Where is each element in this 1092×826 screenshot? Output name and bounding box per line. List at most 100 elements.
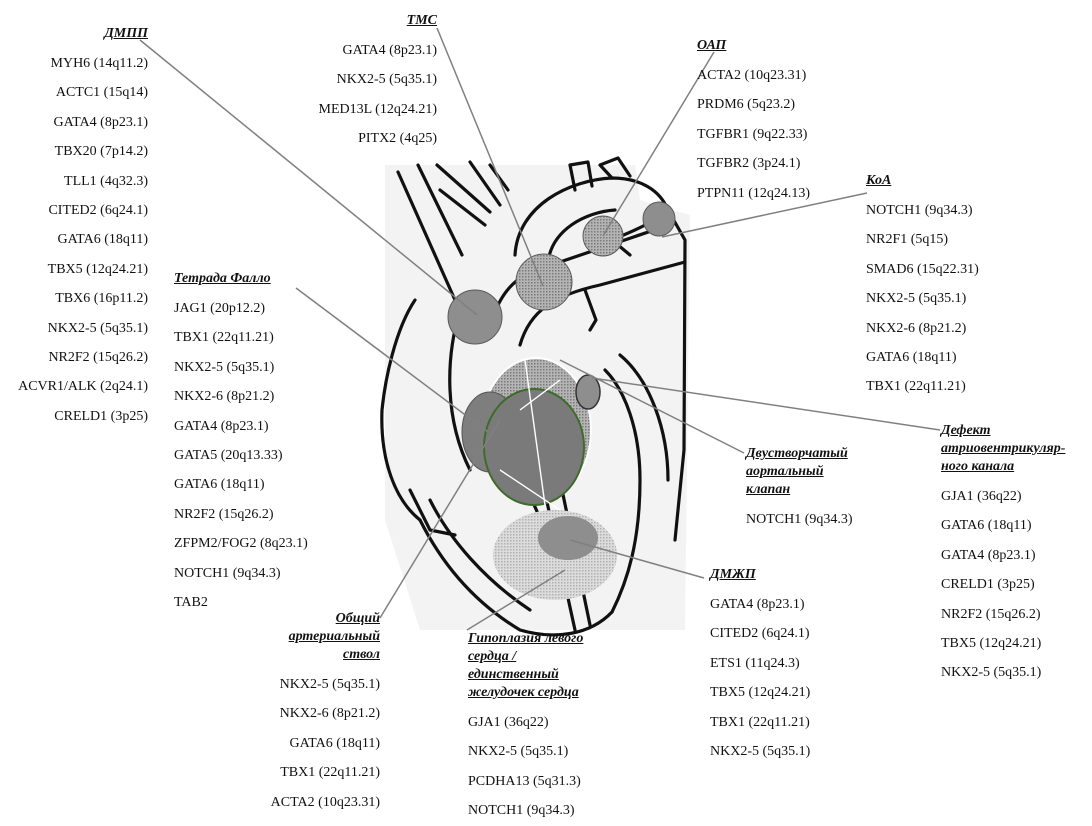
gene-list: ACTA2 (10q23.31) PRDM6 (5q23.2) TGFBR1 (… xyxy=(697,61,810,208)
title-line: Двустворчатый xyxy=(746,445,853,463)
gene-item: NOTCH1 (9q34.3) xyxy=(746,505,853,534)
gene-item: GATA6 (18q11) xyxy=(18,225,148,254)
gene-item: TBX1 (22q11.21) xyxy=(866,372,979,401)
gene-item: NKX2-6 (8p21.2) xyxy=(271,699,380,728)
group-title: КоА xyxy=(866,172,979,190)
title-line: ствол xyxy=(271,646,380,664)
gene-item: GJA1 (36q22) xyxy=(468,708,583,737)
gene-item: GATA6 (18q11) xyxy=(271,729,380,758)
gene-item: NKX2-5 (5q35.1) xyxy=(866,284,979,313)
gene-item: PRDM6 (5q23.2) xyxy=(697,90,810,119)
gene-list: GJA1 (36q22) NKX2-5 (5q35.1) PCDHA13 (5q… xyxy=(468,708,583,826)
gene-item: GATA6 (18q11) xyxy=(174,470,308,499)
lesion-bav xyxy=(484,389,584,505)
group-vsd: ДМЖП GATA4 (8p23.1) CITED2 (6q24.1) ETS1… xyxy=(710,566,810,766)
title-line: Тетрада Фалло xyxy=(174,270,308,288)
gene-item: ACTA2 (10q23.31) xyxy=(271,788,380,817)
title-line: Гипоплазия левого xyxy=(468,630,583,648)
title-line: ДМПП xyxy=(18,25,148,43)
gene-item: GATA5 (20q13.33) xyxy=(174,441,308,470)
gene-item: NKX2-6 (8p21.2) xyxy=(866,314,979,343)
gene-item: PCDHA13 (5q31.3) xyxy=(468,767,583,796)
gene-item: PTPN11 (12q24.13) xyxy=(697,179,810,208)
gene-list: GATA4 (8p23.1) CITED2 (6q24.1) ETS1 (11q… xyxy=(710,590,810,766)
gene-item: CRELD1 (3p25) xyxy=(18,402,148,431)
title-line: Общий xyxy=(271,610,380,628)
gene-list: GJA1 (36q22) GATA6 (18q11) GATA4 (8p23.1… xyxy=(941,482,1065,688)
gene-item: TBX1 (22q11.21) xyxy=(174,323,308,352)
gene-item: TBX5 (12q24.21) xyxy=(710,678,810,707)
gene-item: TBX5 (12q24.21) xyxy=(941,629,1065,658)
gene-item: TBX20 (7p14.2) xyxy=(18,137,148,166)
group-title: ДМЖП xyxy=(710,566,810,584)
gene-item: NKX2-5 (5q35.1) xyxy=(174,353,308,382)
gene-item: ZFPM2/FOG2 (8q23.1) xyxy=(174,529,308,558)
title-line: атриовентрикуляр- xyxy=(941,440,1065,458)
group-title: Общий артериальный ствол xyxy=(271,610,380,664)
gene-item: GATA4 (8p23.1) xyxy=(174,412,308,441)
gene-item: PITX2 (4q25) xyxy=(319,124,437,153)
group-avsd: Дефект атриовентрикуляр- ного канала GJA… xyxy=(941,422,1065,688)
group-title: ДМПП xyxy=(18,25,148,43)
title-line: КоА xyxy=(866,172,979,190)
group-dmpp: ДМПП MYH6 (14q11.2) ACTC1 (15q14) GATA4 … xyxy=(18,25,148,431)
gene-item: NR2F1 (5q15) xyxy=(866,225,979,254)
group-tms: ТМС GATA4 (8p23.1) NKX2-5 (5q35.1) MED13… xyxy=(319,12,437,154)
gene-list: NOTCH1 (9q34.3) NR2F1 (5q15) SMAD6 (15q2… xyxy=(866,196,979,402)
gene-item: TGFBR2 (3p24.1) xyxy=(697,149,810,178)
title-line: единственный xyxy=(468,666,583,684)
group-tetralogy: Тетрада Фалло JAG1 (20p12.2) TBX1 (22q11… xyxy=(174,270,308,617)
group-hlhs: Гипоплазия левого сердца / единственный … xyxy=(468,630,583,826)
gene-list: GATA4 (8p23.1) NKX2-5 (5q35.1) MED13L (1… xyxy=(319,36,437,154)
gene-item: ACTC1 (15q14) xyxy=(18,78,148,107)
gene-item: NR2F2 (15q26.2) xyxy=(941,600,1065,629)
gene-item: ETS1 (11q24.3) xyxy=(710,649,810,678)
gene-item: GATA6 (18q11) xyxy=(866,343,979,372)
gene-item: CRELD1 (3p25) xyxy=(941,570,1065,599)
gene-item: CITED2 (6q24.1) xyxy=(710,619,810,648)
gene-item: TGFBR1 (9q22.33) xyxy=(697,120,810,149)
gene-item: JAG1 (20p12.2) xyxy=(174,294,308,323)
gene-item: CITED2 (6q24.1) xyxy=(18,196,148,225)
title-line: артериальный xyxy=(271,628,380,646)
gene-list: JAG1 (20p12.2) TBX1 (22q11.21) NKX2-5 (5… xyxy=(174,294,308,617)
title-line: аортальный xyxy=(746,463,853,481)
gene-item: NOTCH1 (9q34.3) xyxy=(468,796,583,825)
title-line: ДМЖП xyxy=(710,566,810,584)
group-bav: Двустворчатый аортальный клапан NOTCH1 (… xyxy=(746,445,853,534)
lesion-coarctation xyxy=(643,202,675,236)
gene-item: NOTCH1 (9q34.3) xyxy=(174,559,308,588)
gene-item: ACVR1/ALK (2q24.1) xyxy=(18,372,148,401)
group-title: ОАП xyxy=(697,37,810,55)
gene-item: GATA4 (8p23.1) xyxy=(941,541,1065,570)
group-title: Дефект атриовентрикуляр- ного канала xyxy=(941,422,1065,476)
gene-list: MYH6 (14q11.2) ACTC1 (15q14) GATA4 (8p23… xyxy=(18,49,148,431)
gene-item: MED13L (12q24.21) xyxy=(319,95,437,124)
gene-item: GJA1 (36q22) xyxy=(941,482,1065,511)
gene-item: TLL1 (4q32.3) xyxy=(18,167,148,196)
gene-item: NKX2-5 (5q35.1) xyxy=(710,737,810,766)
gene-list: NKX2-5 (5q35.1) NKX2-6 (8p21.2) GATA6 (1… xyxy=(271,670,380,817)
gene-item: MYH6 (14q11.2) xyxy=(18,49,148,78)
gene-item: NKX2-5 (5q35.1) xyxy=(18,314,148,343)
gene-item: SMAD6 (15q22.31) xyxy=(866,255,979,284)
title-line: ТМС xyxy=(319,12,437,30)
gene-item: NKX2-5 (5q35.1) xyxy=(319,65,437,94)
lesion-atrial-appendage xyxy=(576,375,600,409)
title-line: сердца / xyxy=(468,648,583,666)
lesion-vsd xyxy=(538,516,598,560)
gene-item: TBX1 (22q11.21) xyxy=(710,708,810,737)
gene-item: NKX2-5 (5q35.1) xyxy=(468,737,583,766)
gene-item: NR2F2 (15q26.2) xyxy=(174,500,308,529)
gene-item: GATA4 (8p23.1) xyxy=(319,36,437,65)
gene-list: NOTCH1 (9q34.3) xyxy=(746,505,853,534)
group-truncus: Общий артериальный ствол NKX2-5 (5q35.1)… xyxy=(271,610,380,817)
group-title: Двустворчатый аортальный клапан xyxy=(746,445,853,499)
title-line: желудочек сердца xyxy=(468,684,583,702)
gene-item: GATA4 (8p23.1) xyxy=(18,108,148,137)
group-title: Тетрада Фалло xyxy=(174,270,308,288)
gene-item: NKX2-6 (8p21.2) xyxy=(174,382,308,411)
title-line: ного канала xyxy=(941,458,1065,476)
gene-item: TBX5 (12q24.21) xyxy=(18,255,148,284)
gene-item: GATA6 (18q11) xyxy=(941,511,1065,540)
